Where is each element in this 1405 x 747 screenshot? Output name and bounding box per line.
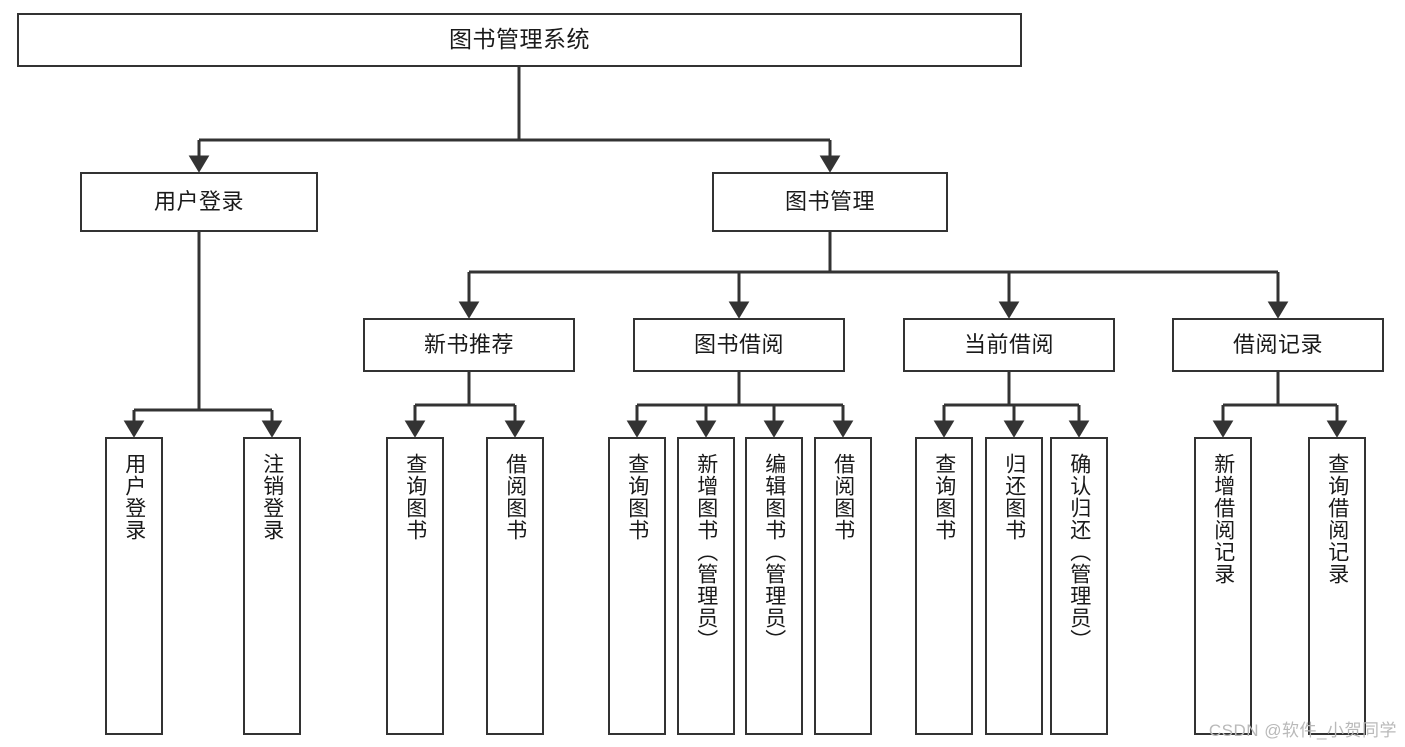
node-leaf-query-book-3-label: 查询图书 [932, 453, 956, 541]
node-leaf-query-book-1[interactable]: 查询图书 [386, 437, 444, 735]
node-leaf-confirm-return[interactable]: 确认归还（管理员） [1050, 437, 1108, 735]
node-current-borrow[interactable]: 当前借阅 [903, 318, 1115, 372]
node-new-book-recommend-label: 新书推荐 [423, 331, 514, 357]
csdn-watermark: CSDN @软件_小贺同学 [1208, 721, 1397, 740]
node-leaf-user-login-label: 用户登录 [122, 453, 146, 541]
node-new-book-recommend[interactable]: 新书推荐 [363, 318, 575, 372]
node-leaf-user-login[interactable]: 用户登录 [105, 437, 163, 735]
node-leaf-edit-book[interactable]: 编辑图书（管理员） [745, 437, 803, 735]
node-leaf-add-record[interactable]: 新增借阅记录 [1194, 437, 1252, 735]
node-borrow-record-label: 借阅记录 [1232, 331, 1323, 357]
node-leaf-query-record[interactable]: 查询借阅记录 [1308, 437, 1366, 735]
node-leaf-return-book-label: 归还图书 [1002, 453, 1026, 541]
node-leaf-borrow-book-2-label: 借阅图书 [831, 453, 855, 541]
node-user-login[interactable]: 用户登录 [80, 172, 318, 232]
node-leaf-query-book-2[interactable]: 查询图书 [608, 437, 666, 735]
node-leaf-edit-book-label: 编辑图书（管理员） [762, 453, 786, 651]
node-leaf-borrow-book-2[interactable]: 借阅图书 [814, 437, 872, 735]
node-root-label: 图书管理系统 [449, 26, 590, 53]
node-leaf-query-record-label: 查询借阅记录 [1325, 453, 1349, 585]
node-book-borrow-label: 图书借阅 [693, 331, 784, 357]
node-root[interactable]: 图书管理系统 [17, 13, 1022, 67]
node-leaf-borrow-book-1[interactable]: 借阅图书 [486, 437, 544, 735]
node-leaf-query-book-1-label: 查询图书 [403, 453, 427, 541]
node-current-borrow-label: 当前借阅 [963, 331, 1054, 357]
node-book-manage-label: 图书管理 [784, 188, 875, 214]
node-leaf-borrow-book-1-label: 借阅图书 [503, 453, 527, 541]
node-leaf-return-book[interactable]: 归还图书 [985, 437, 1043, 735]
node-leaf-query-book-2-label: 查询图书 [625, 453, 649, 541]
node-leaf-confirm-return-label: 确认归还（管理员） [1067, 453, 1091, 651]
node-leaf-add-record-label: 新增借阅记录 [1211, 453, 1235, 585]
node-leaf-add-book[interactable]: 新增图书（管理员） [677, 437, 735, 735]
node-leaf-user-logout-label: 注销登录 [260, 453, 284, 541]
node-book-borrow[interactable]: 图书借阅 [633, 318, 845, 372]
node-leaf-query-book-3[interactable]: 查询图书 [915, 437, 973, 735]
node-user-login-label: 用户登录 [153, 188, 244, 214]
node-borrow-record[interactable]: 借阅记录 [1172, 318, 1384, 372]
node-leaf-add-book-label: 新增图书（管理员） [694, 453, 718, 651]
node-book-manage[interactable]: 图书管理 [712, 172, 948, 232]
node-leaf-user-logout[interactable]: 注销登录 [243, 437, 301, 735]
